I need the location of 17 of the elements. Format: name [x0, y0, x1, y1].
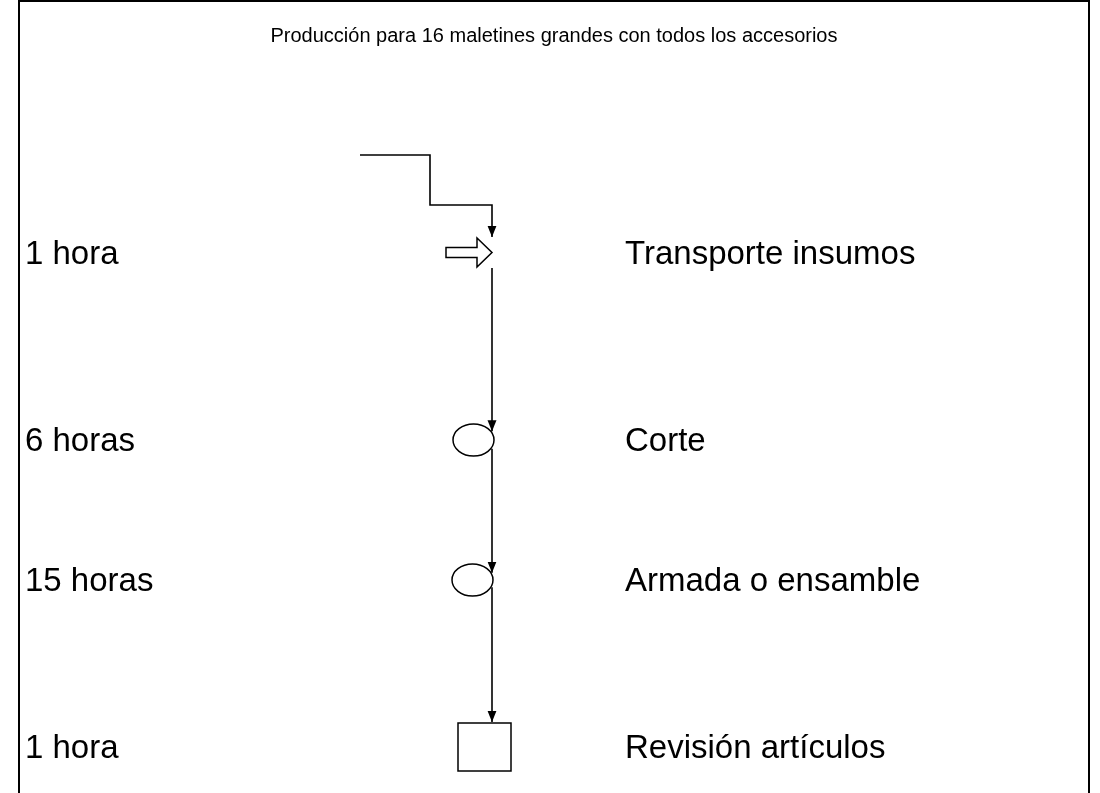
duration-text: 6 horas: [25, 420, 136, 460]
flow-arrow: [487, 267, 497, 433]
transport-arrow-symbol: [445, 237, 493, 268]
operation-ellipse-symbol: [451, 563, 494, 597]
duration-text: 1 hora: [25, 233, 119, 273]
flow-arrow: [487, 586, 497, 723]
step-label: Revisión artículos: [625, 727, 886, 767]
step-label: Armada o ensamble: [625, 560, 921, 600]
chart-title: Producción para 16 maletines grandes con todos los accesorios: [269, 24, 839, 47]
operation-ellipse-symbol: [452, 423, 495, 457]
flow-arrow: [359, 154, 497, 238]
flow-arrow: [487, 447, 497, 574]
step-label: Corte: [625, 420, 706, 460]
step-label: Transporte insumos: [625, 233, 916, 273]
duration-text: 1 hora: [25, 727, 119, 767]
inspection-square-symbol: [457, 722, 512, 772]
duration-text: 15 horas: [25, 560, 154, 600]
